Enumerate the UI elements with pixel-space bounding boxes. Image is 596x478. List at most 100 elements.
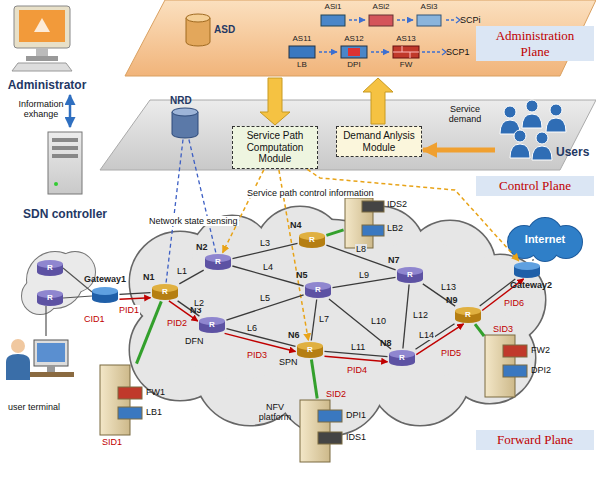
node-text: Control Plane [480,178,590,194]
node-text: Forward Plane [480,432,590,448]
connector [225,333,296,351]
connector [223,170,264,253]
database-cylinder [172,14,210,138]
connector [423,148,495,153]
node-text: AS11 [286,34,318,43]
node-text: SID2 [326,389,346,399]
server: IDS2LB2 [345,198,385,248]
connector [137,301,162,363]
database: NRD [172,108,198,138]
connector [397,19,413,20]
servers [100,198,527,462]
router-node: N5R [305,282,331,298]
node-text: R [305,286,331,294]
node-text: Internet [505,233,585,246]
node-text: Administration Plane [480,28,590,59]
annotation: SCPi [460,15,481,25]
edge-label: L4 [262,262,274,272]
node-text: FW2 [531,345,550,355]
edge-label: L5 [259,293,271,303]
router-node: N4R [299,232,325,248]
node-text: Service Path Computation Module [236,130,314,165]
node-text: NRD [170,95,192,107]
server: FW1LB1SID1 [100,365,144,435]
router-node: N8R [389,350,415,366]
router-node: N9R [455,307,481,323]
node-text: N8 [380,338,392,348]
edge-label: L7 [318,314,330,324]
connector [371,51,389,52]
network-cloud [130,207,545,435]
edge-label: PID3 [246,350,268,360]
edge-label: L2 [193,298,205,308]
service-node: AS12DPI [338,34,370,72]
sdn-controller: SDN controller [15,128,115,224]
node-text: R [199,321,225,329]
node-text: IDS2 [387,199,407,209]
node-text: DPI1 [346,410,366,420]
node-text: ASi1 [318,2,348,11]
connector [403,285,409,349]
annotation: user terminal [8,402,60,412]
router-node: N1R [152,284,178,300]
connector [120,298,151,300]
node-text: IDS1 [346,432,366,442]
connector [325,356,388,362]
annotation: NFV platform [254,402,296,423]
node-text: N1 [143,272,155,282]
connector [416,324,455,349]
node-text: R [397,271,423,279]
edge-label: PID1 [118,305,140,315]
node-text: Administrator [2,79,92,93]
edge-label: L3 [259,238,271,248]
routers [37,232,540,366]
plane-label: Administration Plane [476,26,594,61]
internet-cloud: Internet [505,222,585,258]
node-text: N9 [446,295,458,305]
service-node: AS11LB [286,34,318,72]
plane-label: Control Plane [476,176,594,196]
connector [326,230,343,236]
node-text: Gateway1 [84,274,126,284]
connector [69,95,72,127]
annotation: DFN [184,336,205,346]
node-text: SID1 [102,437,122,447]
connector [311,360,317,399]
node-text: Gateway2 [510,280,552,290]
connector [120,293,151,295]
edge-label: Service demand [438,104,492,125]
edge-label: L10 [370,316,387,326]
node-text: N2 [196,242,208,252]
node-text: R [297,346,323,354]
gateway: Gateway1 [92,287,118,303]
node-text: DPI2 [531,365,551,375]
node-text: N7 [388,255,400,265]
server: SID3FW2DPI2 [485,335,529,397]
connector [311,300,316,341]
administrator: Administrator [2,2,92,94]
connector [475,324,484,336]
node-text: R [205,258,231,266]
router-node: N3R [199,317,225,333]
annotation: CID1 [84,314,105,324]
node-text: Demand Anlysis Module [340,130,418,153]
annotation: R [37,264,63,272]
edge-label: L13 [440,282,457,292]
admin-computer [12,6,72,71]
service-node: ASi3 [414,2,444,28]
node-text: R [389,354,415,362]
node-text: LB1 [146,407,162,417]
edge-label: L11 [350,342,366,352]
node-text: R [299,236,325,244]
edge-label: PID2 [166,318,188,328]
annotation: SPN [278,357,299,367]
module-box: Service Path Computation Module [232,126,318,169]
connector [319,51,337,52]
node-text: FW1 [146,387,165,397]
user-terminal [6,339,74,380]
connector [532,259,534,260]
edge-label: L8 [355,244,367,254]
connector [227,329,296,347]
router-node: N2R [205,254,231,270]
